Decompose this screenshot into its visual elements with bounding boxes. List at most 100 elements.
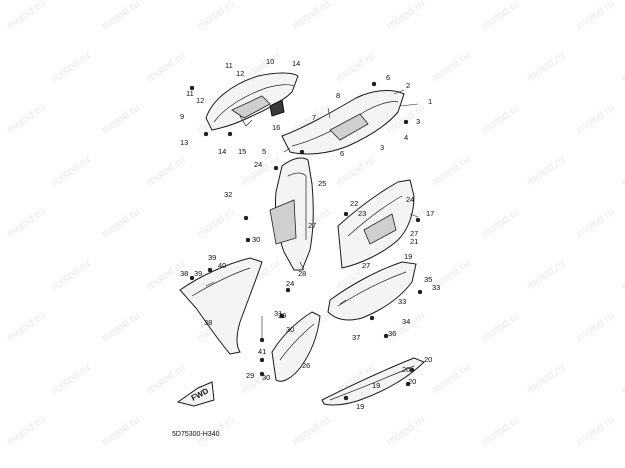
watermark-text: motod.ru	[525, 258, 567, 293]
watermark-text: motod.ru	[430, 362, 472, 397]
front-upper-cowl	[205, 72, 299, 131]
watermark-text: motod.ru	[100, 414, 142, 449]
callout-27: 27	[362, 261, 370, 270]
callout-12: 12	[196, 96, 204, 105]
right-lower-cover	[327, 261, 417, 321]
diagram-code: 5D75300-H340	[172, 431, 220, 438]
watermark-text: motod.ru	[335, 154, 377, 189]
watermark-text: motod.ru	[100, 102, 142, 137]
callout-19: 19	[404, 252, 412, 261]
callout-29: 29	[278, 311, 286, 320]
callout-36: 36	[388, 329, 396, 338]
watermark-text: motod.ru	[290, 0, 332, 32]
right-side-cowl-upper	[281, 90, 405, 155]
watermark-text: motod.ru	[480, 206, 522, 241]
watermark-text: motod.ru	[240, 154, 282, 189]
watermark-text: motod.ru	[575, 102, 617, 137]
callout-3: 3	[380, 143, 384, 152]
callout-20: 20	[408, 377, 416, 386]
watermark-text: motod.ru	[195, 0, 237, 32]
watermark-text: motod.ru	[620, 258, 625, 293]
callout-35: 35	[424, 275, 432, 284]
callout-22: 22	[350, 199, 358, 208]
callout-24: 24	[286, 279, 294, 288]
watermark-text: motod.ru	[100, 310, 142, 345]
callout-14: 14	[292, 59, 300, 68]
watermark-text: motod.ru	[525, 362, 567, 397]
watermark-text: motod.ru	[5, 206, 47, 241]
callout-11: 11	[186, 89, 194, 98]
callout-19: 19	[372, 381, 380, 390]
callout-41: 41	[258, 347, 266, 356]
callout-40: 40	[218, 261, 226, 270]
watermark-text: motod.ru	[195, 206, 237, 241]
watermark-text: motod.ru	[145, 362, 187, 397]
forward-arrow: FWD	[176, 381, 215, 407]
callout-30: 30	[286, 325, 294, 334]
callout-38: 38	[180, 269, 188, 278]
watermark-text: motod.ru	[620, 362, 625, 397]
watermark-text: motod.ru	[335, 50, 377, 85]
watermark-text: motod.ru	[50, 154, 92, 189]
callout-20: 20	[402, 365, 410, 374]
watermark-text: motod.ru	[575, 310, 617, 345]
callout-8: 8	[336, 91, 340, 100]
callout-30: 30	[262, 373, 270, 382]
watermark-text: motod.ru	[480, 102, 522, 137]
watermark-text: motod.ru	[480, 414, 522, 449]
callout-26: 26	[302, 361, 310, 370]
watermark-text: motod.ru	[5, 102, 47, 137]
watermark-text: motod.ru	[5, 414, 47, 449]
watermark-text: motod.ru	[575, 206, 617, 241]
callout-3: 3	[416, 117, 420, 126]
callout-29: 29	[246, 371, 254, 380]
callout-39: 39	[208, 253, 216, 262]
callout-14: 14	[218, 147, 226, 156]
callout-28: 28	[298, 269, 306, 278]
left-side-cover	[179, 257, 263, 355]
leader-lines	[205, 89, 419, 340]
watermark-text: motod.ru	[50, 258, 92, 293]
watermark-text: motod.ru	[100, 206, 142, 241]
watermark-text: motod.ru	[290, 414, 332, 449]
callout-27: 27	[308, 221, 316, 230]
callout-21: 21	[410, 237, 418, 246]
callout-2: 2	[406, 81, 410, 90]
callout-11: 11	[225, 61, 233, 70]
watermark-text: motod.ru	[5, 310, 47, 345]
watermark-text: motod.ru	[430, 154, 472, 189]
callout-27: 27	[410, 229, 418, 238]
watermark-text: motod.ru	[620, 50, 625, 85]
callout-25: 25	[318, 179, 326, 188]
left-lower-panel	[271, 311, 321, 382]
callout-5: 5	[262, 147, 266, 156]
callout-34: 34	[402, 317, 410, 326]
callout-16: 16	[272, 123, 280, 132]
callout-33: 33	[432, 283, 440, 292]
watermark-text: motod.ru	[145, 154, 187, 189]
callout-38: 38	[204, 318, 212, 327]
callout-4: 4	[404, 133, 408, 142]
callout-13: 13	[180, 138, 188, 147]
watermark-text: motod.ru	[145, 50, 187, 85]
watermark-text: motod.ru	[620, 154, 625, 189]
callout-30: 30	[252, 235, 260, 244]
fasteners	[189, 81, 423, 401]
callout-23: 23	[358, 209, 366, 218]
callout-24: 24	[254, 160, 262, 169]
callout-1: 1	[428, 97, 432, 106]
watermark-text: motod.ru	[50, 362, 92, 397]
watermark-text: motod.ru	[5, 0, 47, 32]
watermark-text: motod.ru	[525, 50, 567, 85]
callout-20: 20	[424, 355, 432, 364]
watermark-text: motod.ru	[50, 50, 92, 85]
callout-7: 7	[312, 113, 316, 122]
callout-10: 10	[266, 57, 274, 66]
watermark-text: motod.ru	[430, 50, 472, 85]
callout-6: 6	[340, 149, 344, 158]
watermark-text: motod.ru	[100, 0, 142, 32]
callout-9: 9	[180, 112, 184, 121]
watermark-text: motod.ru	[385, 414, 427, 449]
